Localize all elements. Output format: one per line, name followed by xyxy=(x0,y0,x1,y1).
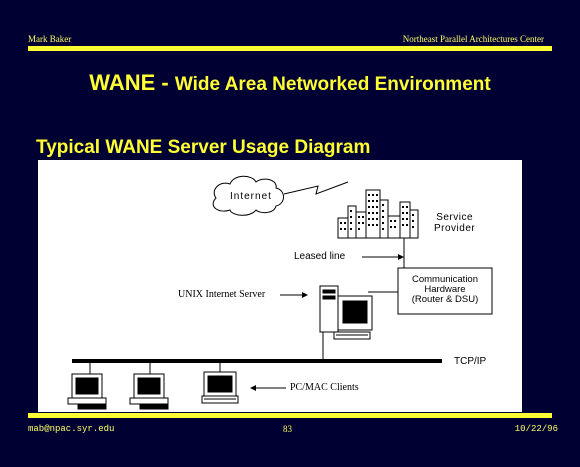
communication-hardware-label: Communication Hardware (Router & DSU) xyxy=(411,274,479,305)
client-computer-1-icon xyxy=(67,373,107,410)
internet-link-bolt xyxy=(283,181,349,195)
communication-hardware-box xyxy=(397,267,493,315)
author-name: Mark Baker xyxy=(28,34,72,44)
footer-email: mab@npac.syr.edu xyxy=(28,424,115,434)
header-rule xyxy=(28,46,552,51)
building-windows xyxy=(340,194,414,230)
tcpip-label: TCP/IP xyxy=(454,356,487,367)
network-diagram: Internet Service Provider Leased line Co… xyxy=(38,160,522,412)
tcpip-network-bus xyxy=(72,359,442,363)
title-acronym: WANE - xyxy=(89,70,175,95)
unix-server-computer-icon xyxy=(319,285,373,340)
unix-server-arrowhead xyxy=(302,292,308,298)
clients-arrowhead xyxy=(250,385,256,391)
leased-line-arrowhead xyxy=(398,254,404,260)
organization-name: Northeast Parallel Architectures Center xyxy=(402,34,544,44)
leased-line-label: Leased line xyxy=(294,251,346,262)
page-number: 83 xyxy=(283,424,292,434)
client-computer-3-icon xyxy=(201,371,239,404)
slide-title: WANE - Wide Area Networked Environment xyxy=(0,70,580,96)
internet-label: Internet xyxy=(230,191,272,202)
client-computer-2-icon xyxy=(129,373,169,410)
clients-label: PC/MAC Clients xyxy=(290,382,359,393)
service-provider-label: Service Provider xyxy=(434,212,476,234)
internet-cloud-icon xyxy=(212,175,284,216)
title-text: Wide Area Networked Environment xyxy=(174,74,491,95)
diagram-title: Typical WANE Server Usage Diagram xyxy=(36,137,371,158)
unix-server-label: UNIX Internet Server xyxy=(178,289,266,300)
diagram-drawing xyxy=(67,175,493,410)
footer-rule xyxy=(28,413,552,418)
footer-date: 10/22/96 xyxy=(514,424,558,434)
